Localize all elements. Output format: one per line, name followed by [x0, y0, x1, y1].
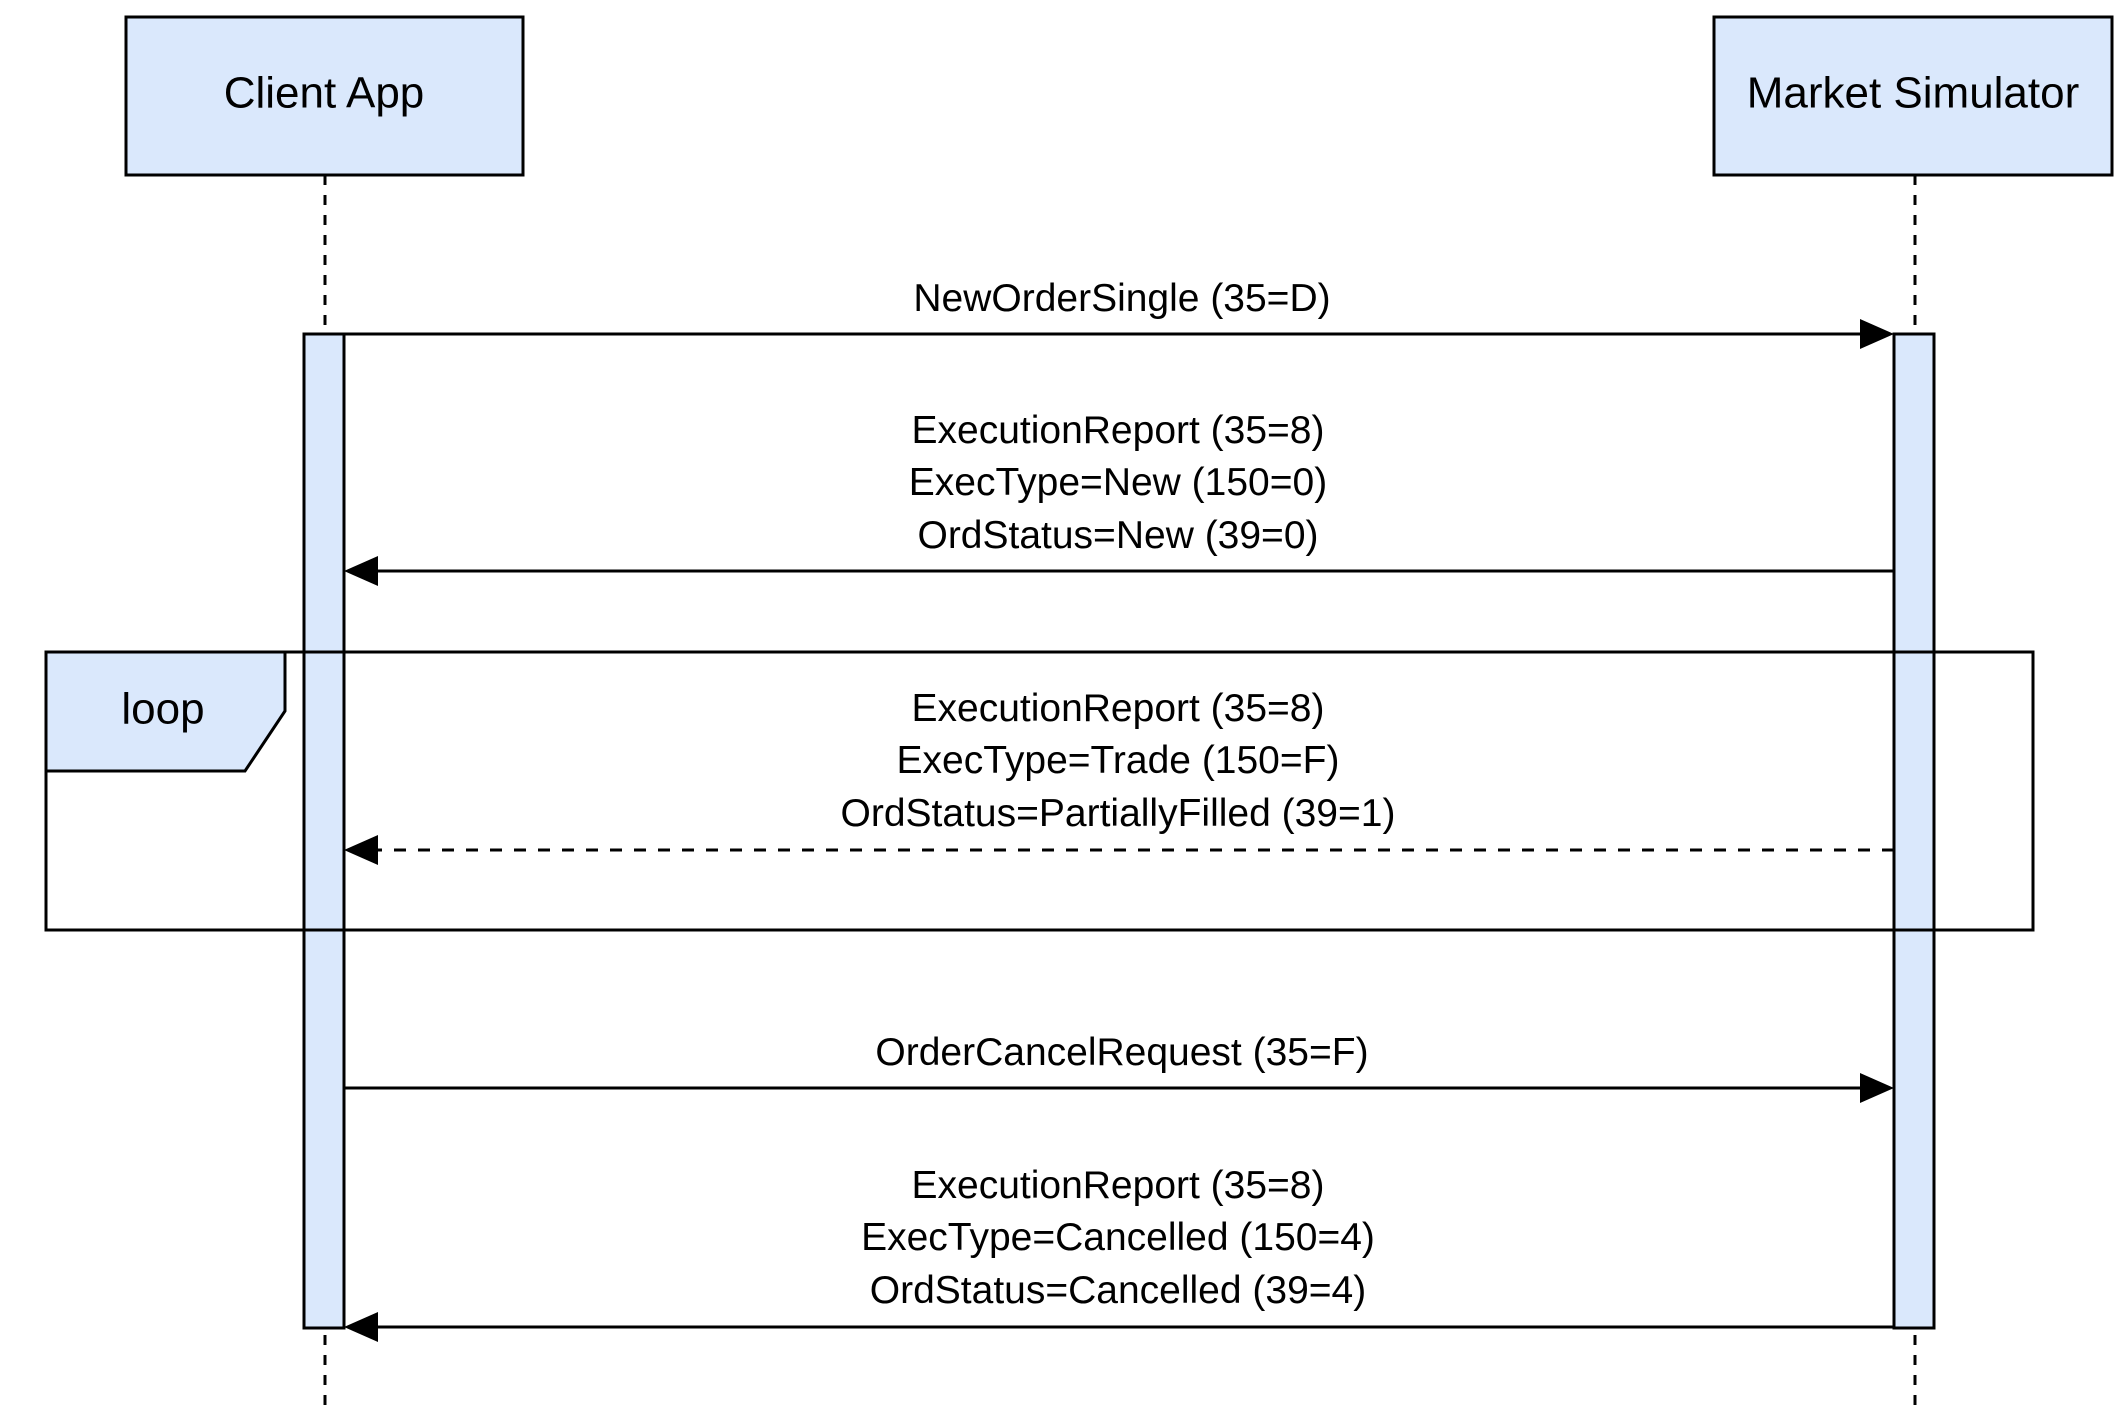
loop-fragment-tab [44, 650, 287, 773]
message-label-line: OrdStatus=Cancelled (39=4) [870, 1269, 1366, 1312]
arrowhead-left-icon [344, 835, 378, 865]
message-label-line: ExecType=Trade (150=F) [897, 739, 1340, 782]
arrowhead-left-icon [344, 1312, 378, 1342]
message-execution-report-cancelled: ExecutionReport (35=8) ExecType=Cancelle… [344, 1164, 1894, 1342]
participant-market: Market Simulator [1712, 15, 2114, 177]
message-new-order-single: NewOrderSingle (35=D) [344, 277, 1894, 349]
participant-market-label: Market Simulator [1747, 69, 2080, 118]
message-label-line: NewOrderSingle (35=D) [913, 277, 1330, 320]
message-order-cancel-request: OrderCancelRequest (35=F) [344, 1031, 1894, 1103]
message-label-line: ExecType=New (150=0) [909, 461, 1327, 504]
activation-market [1892, 332, 1936, 1330]
message-execution-report-trade: ExecutionReport (35=8) ExecType=Trade (1… [344, 687, 1894, 865]
arrowhead-right-icon [1860, 319, 1894, 349]
participant-client-label: Client App [224, 69, 425, 118]
message-label-line: ExecutionReport (35=8) [912, 1164, 1325, 1207]
participant-client: Client App [124, 15, 525, 177]
loop-fragment: loop [44, 650, 2035, 932]
message-label-line: ExecutionReport (35=8) [912, 409, 1325, 452]
message-label-line: ExecutionReport (35=8) [912, 687, 1325, 730]
activation-client [302, 332, 346, 1330]
arrowhead-left-icon [344, 556, 378, 586]
message-label-line: ExecType=Cancelled (150=4) [861, 1216, 1375, 1259]
message-label-line: OrdStatus=New (39=0) [917, 514, 1318, 557]
arrowhead-right-icon [1860, 1073, 1894, 1103]
message-label-line: OrdStatus=PartiallyFilled (39=1) [841, 792, 1396, 835]
message-label-line: OrderCancelRequest (35=F) [875, 1031, 1368, 1074]
message-execution-report-new: ExecutionReport (35=8) ExecType=New (150… [344, 409, 1894, 586]
loop-fragment-label: loop [121, 685, 204, 734]
